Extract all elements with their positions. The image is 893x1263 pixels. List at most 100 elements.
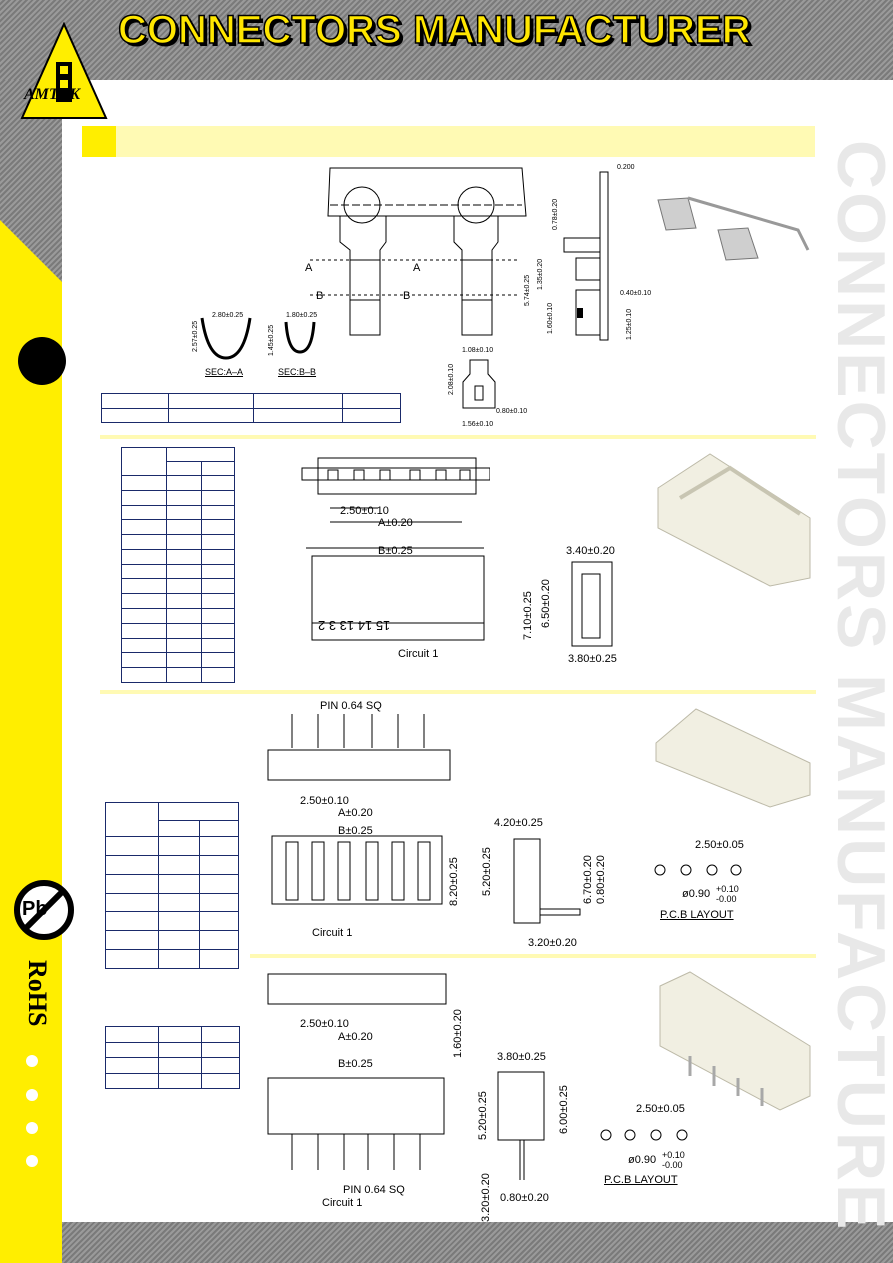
dim-5-74: 5.74±0.25 [524,274,531,306]
section-bar-marker [82,126,116,157]
pcb2-tol-minus: -0.00 [662,1160,683,1170]
wafer-straight-w-top: 3.80±0.25 [497,1051,546,1063]
wafer-straight-pitch: 2.50±0.10 [300,1018,349,1030]
dim-0-80: 0.80±0.10 [496,408,528,415]
sec-a-left-label: A [305,262,313,274]
sec-a-width: 2.80±0.25 [212,312,244,319]
housing-drawing [301,457,490,641]
housing-w-bot: 3.80±0.25 [568,653,617,665]
housing-photo [657,453,811,587]
section-divider [250,954,816,958]
wafer-straight-h1: 5.20±0.25 [477,1091,489,1140]
pcb2-tol-plus: +0.10 [662,1150,685,1160]
wafer-right-w-bot: 3.20±0.20 [528,937,577,949]
wafer-straight-pin: PIN 0.64 SQ [343,1184,405,1196]
dim-1-60: 1.60±0.10 [547,302,554,334]
wafer-right-h3: 6.70±0.20 [582,855,594,904]
sec-b-width: 1.80±0.25 [286,312,318,319]
terminal-strip-drawing [310,167,527,336]
pcb1-title: P.C.B LAYOUT [660,909,734,921]
pcb2-hole: ø0.90 [628,1154,657,1166]
housing-b: B±0.25 [378,545,413,557]
wafer-right-h1: 8.20±0.25 [448,857,460,906]
pcb-layout-1-drawing [654,864,742,876]
section-divider [100,435,816,439]
wafer-right-side-drawing [513,838,581,924]
housing-w-top: 3.40±0.20 [566,545,615,557]
pb-label: Pb [22,898,48,920]
page-title: CONNECTORS MANUFACTURER [117,7,751,53]
pcb1-tol-plus: +0.10 [716,884,739,894]
wafer-right-drawing [267,714,451,905]
wafer-straight-h3: 3.20±0.20 [480,1173,492,1222]
pcb2-pitch: 2.50±0.05 [636,1103,685,1115]
sec-a-caption: SEC:A–A [205,367,244,377]
wafer-right-h2: 5.20±0.25 [481,847,493,896]
housing-h1: 7.10±0.25 [522,591,534,640]
terminal-photo [657,196,810,261]
pcb1-tol-minus: -0.00 [716,894,737,904]
wafer-straight-table [105,1026,240,1089]
bullet-dot [26,1089,38,1101]
section-divider [100,690,816,694]
bottom-band [62,1222,893,1263]
bullet-dot [26,1122,38,1134]
terminal-side-drawing [563,171,609,341]
terminal-spec-table [101,393,401,423]
housing-circuit: Circuit 1 [398,648,439,660]
wafer-straight-w-bot: 0.80±0.20 [500,1192,549,1204]
wafer-straight-drawing [267,973,447,1170]
pcb2-title: P.C.B LAYOUT [604,1174,678,1186]
wafer-right-pitch: 2.50±0.10 [300,795,349,807]
housing-table [121,447,235,683]
wafer-right-h4: 0.80±0.20 [595,855,607,904]
terminal-end-drawing [462,359,496,409]
section-bar [82,126,815,157]
dim-0-40: 0.40±0.10 [620,290,652,297]
section-views-drawing [200,317,316,360]
pcb1-hole: ø0.90 [682,888,711,900]
bullet-dot [26,1155,38,1167]
dim-1-35: 1.35±0.20 [537,258,544,290]
sec-a-height: 2.57±0.25 [192,320,199,352]
sec-b-caption: SEC:B–B [278,367,317,377]
wafer-right-w-top: 4.20±0.25 [494,817,543,829]
dim-0-78: 0.78±0.20 [552,198,559,230]
dim-1-56: 1.56±0.10 [462,421,494,428]
wafer-straight-photo [659,971,811,1111]
housing-pin-numbers: 15 14 13 3 2 [318,618,391,633]
header-band [0,0,893,80]
wafer-straight-a: A±0.20 [338,1031,373,1043]
wafer-right-a: A±0.20 [338,807,373,819]
wafer-straight-b: B±0.25 [338,1058,373,1070]
wafer-straight-h2: 6.00±0.25 [558,1085,570,1134]
wafer-straight-h-side: 1.60±0.20 [452,1009,464,1058]
wafer-right-b: B±0.25 [338,825,373,837]
wafer-right-circuit: Circuit 1 [312,927,353,939]
sec-b-right-label: B [403,290,411,302]
sec-b-height: 1.45±0.25 [268,324,275,356]
dim-1-25: 1.25±0.10 [626,308,633,340]
sec-b-left-label: B [316,290,324,302]
wafer-right-table [105,802,239,969]
dim-0-200: 0.200 [617,164,635,171]
watermark: CONNECTORS MANUFACTURE [823,140,893,1233]
housing-pitch: 2.50±0.10 [340,505,389,517]
pcb-layout-2-drawing [600,1129,688,1141]
wafer-right-photo [655,708,811,808]
bullet-dot [26,1055,38,1067]
wafer-right-pin: PIN 0.64 SQ [320,700,382,712]
wafer-straight-circuit: Circuit 1 [322,1197,363,1209]
amtek-logo [20,22,108,119]
black-dot-marker [18,337,66,385]
logo-text: AMTEK [24,86,81,103]
sec-a-right-label: A [413,262,421,274]
wafer-straight-side-drawing [497,1071,545,1180]
dim-1-08: 1.08±0.10 [462,347,494,354]
housing-h2: 6.50±0.20 [540,579,552,628]
pcb1-pitch: 2.50±0.05 [695,839,744,851]
dim-2-08: 2.08±0.10 [448,363,455,395]
housing-a: A±0.20 [378,517,413,529]
housing-side-drawing [571,561,613,647]
no-lead-icon [14,880,74,940]
